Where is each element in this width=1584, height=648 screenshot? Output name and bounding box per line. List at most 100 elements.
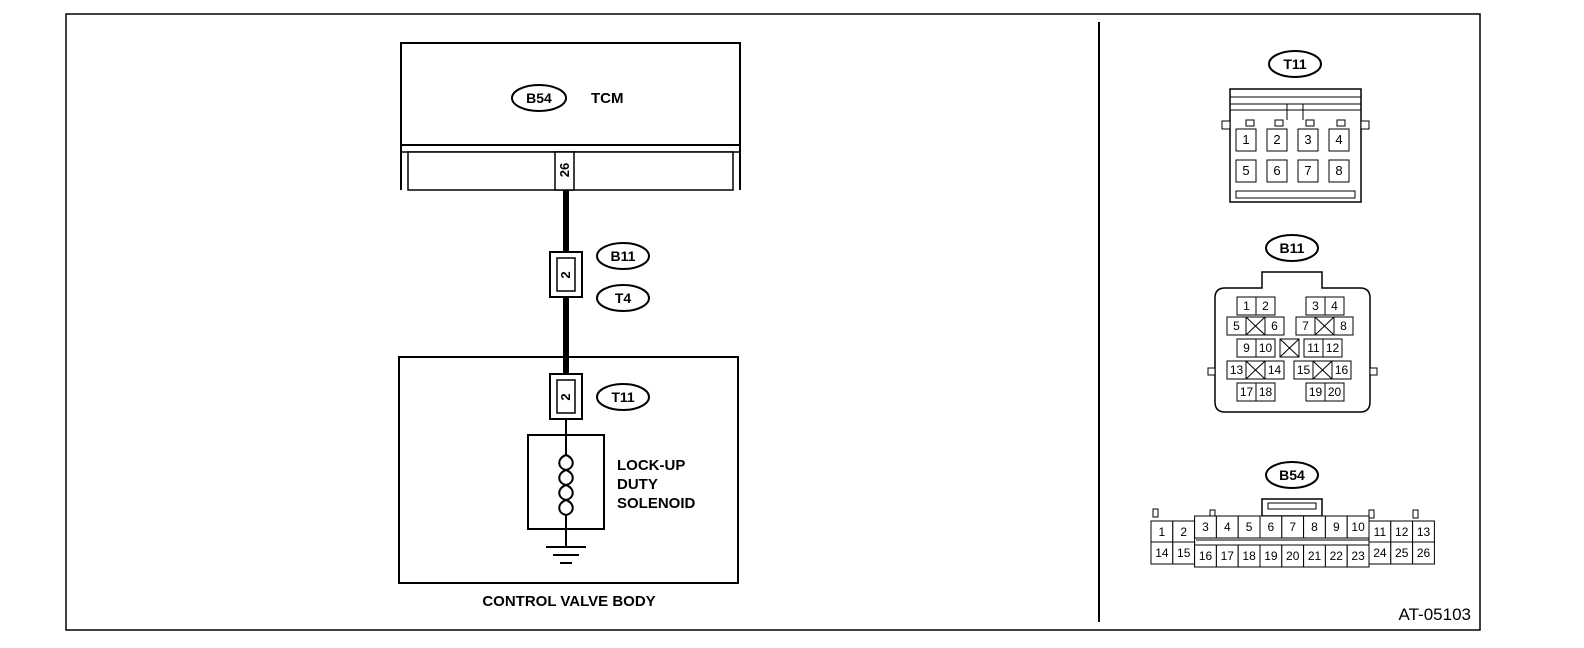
b11-pin: 1 [1236, 296, 1257, 316]
b11-pin: 16 [1331, 360, 1352, 380]
svg-text:4: 4 [1335, 132, 1342, 147]
t11-pin: 6 [1266, 159, 1288, 183]
b11-blocked-cavity [1312, 360, 1333, 380]
b11-pin: 19 [1305, 382, 1326, 402]
svg-text:2: 2 [1262, 299, 1269, 313]
b54-pin: 21 [1303, 544, 1326, 568]
svg-text:6: 6 [1273, 163, 1280, 178]
b54-pin: 4 [1215, 515, 1239, 539]
svg-text:25: 25 [1395, 546, 1409, 560]
b54-pin: 3 [1194, 515, 1217, 539]
t11-pin: 3 [1297, 128, 1319, 152]
tcm-pin-label: 26 [557, 163, 572, 177]
svg-text:20: 20 [1328, 385, 1342, 399]
svg-text:22: 22 [1330, 549, 1344, 563]
b54-pin: 6 [1259, 515, 1283, 539]
b11-pin: 9 [1236, 338, 1257, 358]
tcm-box [400, 42, 741, 146]
svg-text:16: 16 [1335, 363, 1349, 377]
svg-text:14: 14 [1155, 546, 1169, 560]
svg-text:18: 18 [1242, 549, 1256, 563]
svg-text:13: 13 [1417, 525, 1431, 539]
schematic-panel: 26 B54 TCM 2 B11 T4 2 T11 [398, 42, 741, 610]
t4-oval [596, 284, 650, 312]
svg-text:6: 6 [1271, 319, 1278, 333]
inline-connector-top-label: B11 [611, 248, 636, 264]
tcm-connector-label: B54 [526, 90, 552, 106]
svg-text:9: 9 [1243, 341, 1250, 355]
b54-pin: 22 [1324, 544, 1348, 568]
control-valve-body: 2 T11 LOCK-UP DUTY SOLENOID [398, 356, 739, 584]
svg-text:23: 23 [1351, 549, 1365, 563]
t11-oval [596, 383, 650, 411]
control-valve-body-label: CONTROL VALVE BODY [482, 593, 655, 610]
svg-text:6: 6 [1268, 520, 1275, 534]
inline-connector: 2 B11 T4 [549, 242, 650, 312]
svg-text:1: 1 [1242, 132, 1249, 147]
svg-text:19: 19 [1264, 549, 1278, 563]
b54-pin: 9 [1324, 515, 1348, 539]
t11-view-label: T11 [1283, 56, 1307, 72]
svg-text:3: 3 [1312, 299, 1319, 313]
svg-text:13: 13 [1230, 363, 1244, 377]
b54-pin: 10 [1346, 515, 1370, 539]
b11-blocked-cavity [1245, 360, 1266, 380]
inline-connector-bottom-label: T4 [615, 290, 632, 306]
b11-pin: 14 [1264, 360, 1285, 380]
svg-text:7: 7 [1304, 163, 1311, 178]
svg-text:7: 7 [1289, 520, 1296, 534]
t11-pin: 1 [1235, 128, 1257, 152]
svg-text:8: 8 [1335, 163, 1342, 178]
b54-pin: 14 [1150, 541, 1174, 565]
b54-pin: 11 [1368, 520, 1392, 544]
b54-pin: 1 [1150, 520, 1174, 544]
b54-pin: 12 [1390, 520, 1414, 544]
solenoid-label-line-1: LOCK-UP [617, 457, 685, 474]
b11-blocked-cavity [1279, 338, 1300, 358]
valve-connector-label: T11 [611, 389, 635, 405]
b11-blocked-cavity [1245, 316, 1266, 336]
t11-pin: 5 [1235, 159, 1257, 183]
svg-text:8: 8 [1340, 319, 1347, 333]
svg-text:5: 5 [1242, 163, 1249, 178]
solenoid-label-line-3: SOLENOID [617, 495, 696, 512]
svg-text:11: 11 [1374, 525, 1387, 539]
b11-pin: 17 [1236, 382, 1257, 402]
b54-pin: 16 [1194, 544, 1217, 568]
svg-text:4: 4 [1224, 520, 1231, 534]
b54-pin: 25 [1390, 541, 1414, 565]
svg-text:11: 11 [1307, 341, 1320, 355]
coil-icon [558, 454, 574, 517]
inline-pin-label: 2 [558, 271, 573, 278]
svg-text:17: 17 [1221, 549, 1235, 563]
svg-text:15: 15 [1297, 363, 1311, 377]
svg-text:2: 2 [1273, 132, 1280, 147]
b11-pin: 8 [1333, 316, 1354, 336]
svg-text:26: 26 [1417, 546, 1431, 560]
svg-text:8: 8 [1311, 520, 1318, 534]
t11-pin-grid: 1 2 3 4 5 6 7 8 [1235, 128, 1350, 183]
b11-pin: 15 [1293, 360, 1314, 380]
b54-pin: 18 [1237, 544, 1261, 568]
svg-text:5: 5 [1246, 520, 1253, 534]
b11-pin: 20 [1324, 382, 1345, 402]
svg-text:12: 12 [1326, 341, 1340, 355]
t11-pin: 2 [1266, 128, 1288, 152]
svg-text:9: 9 [1333, 520, 1340, 534]
b11-oval [596, 242, 650, 270]
svg-text:24: 24 [1373, 546, 1387, 560]
b54-pin: 23 [1346, 544, 1370, 568]
b54-view-label: B54 [1279, 467, 1305, 483]
figure-id: AT-05103 [1399, 605, 1471, 624]
diagram-frame [65, 13, 1481, 631]
svg-text:17: 17 [1240, 385, 1254, 399]
svg-text:3: 3 [1304, 132, 1311, 147]
b54-pin: 13 [1412, 520, 1435, 544]
svg-text:20: 20 [1286, 549, 1300, 563]
b54-pin: 5 [1237, 515, 1261, 539]
b54-pin: 17 [1215, 544, 1239, 568]
svg-text:19: 19 [1309, 385, 1323, 399]
